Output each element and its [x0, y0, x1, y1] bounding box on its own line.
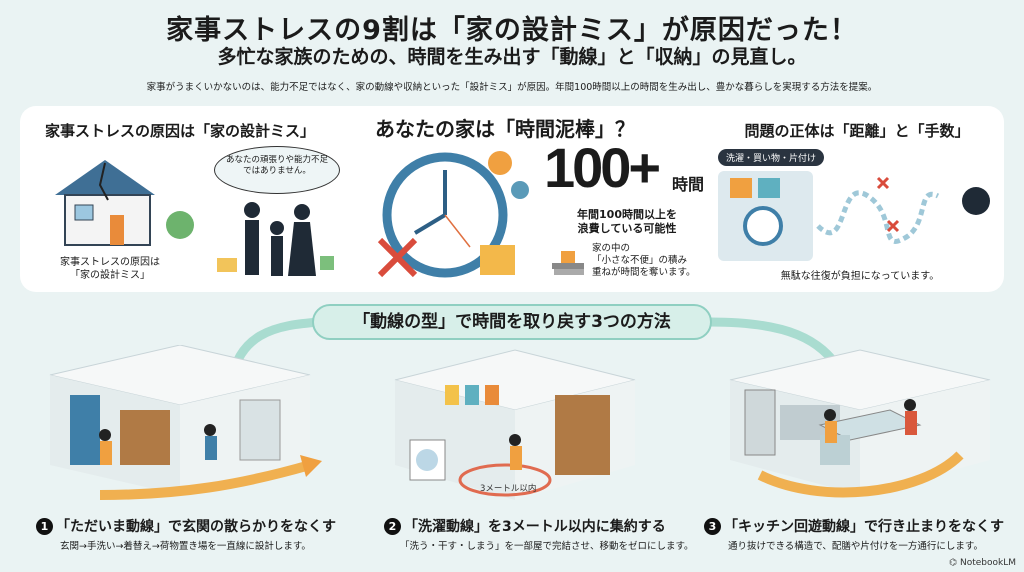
hours-stat: 年間100時間以上を浪費している可能性	[552, 208, 702, 237]
methods-banner: 「動線の型」で時間を取り戻す3つの方法	[312, 304, 712, 340]
page-title: 家事ストレスの9割は「家の設計ミス」が原因だった！	[166, 15, 858, 46]
cause-caption-line1: 家事ストレスの原因は	[60, 257, 160, 268]
note-line1: 家の中の	[592, 243, 631, 254]
method-2-number: 2	[384, 518, 401, 535]
speech-bubble: あなたの頑張りや能力不足ではありません。	[214, 146, 340, 194]
method-1-title: 1「ただいま動線」で玄関の散らかりをなくす	[36, 518, 336, 536]
method-3-title-text: 「キッチン回遊動線」で行き止まりをなくす	[724, 519, 1004, 535]
hours-number: 100+	[544, 136, 661, 199]
distance-label: 3メートル以内	[480, 484, 537, 494]
section-heading-time-thief: あなたの家は「時間泥棒」？	[375, 117, 635, 141]
page-subtitle: 多忙な家族のための、時間を生み出す「動線」と「収納」の見直し。	[217, 46, 807, 68]
page-description: 家事がうまくいかないのは、能力不足ではなく、家の動線や収納といった「設計ミス」が…	[146, 82, 878, 93]
house-illustration	[55, 160, 194, 246]
method-1-desc: 玄関→手洗い→着替え→荷物置き場を一直線に設計します。	[60, 541, 311, 552]
notebooklm-brand: ⌬ NotebookLM	[949, 558, 1016, 569]
laundry-room-illustration	[394, 349, 636, 500]
method-2-desc: 「洗う・干す・しまう」を一部屋で完結させ、移動をゼロにします。	[400, 541, 694, 552]
cause-caption: 家事ストレスの原因は「家の設計ミス」	[40, 256, 180, 282]
method-1-number: 1	[36, 518, 53, 535]
distance-caption: 無駄な往復が負担になっています。	[780, 271, 940, 282]
method-2-title: 2「洗濯動線」を3メートル以内に集約する	[384, 518, 666, 536]
method-1-title-text: 「ただいま動線」で玄関の散らかりをなくす	[56, 519, 336, 535]
hours-stat-line2: 浪費している可能性	[577, 222, 677, 236]
chores-tag: 洗濯・買い物・片付け	[718, 149, 825, 166]
method-2-title-text: 「洗濯動線」を3メートル以内に集約する	[404, 519, 666, 535]
method-3-title: 3「キッチン回遊動線」で行き止まりをなくす	[704, 518, 1004, 536]
hours-stat-line1: 年間100時間以上を	[577, 208, 677, 221]
method-3-number: 3	[704, 518, 721, 535]
hours-unit: 時間	[672, 175, 705, 194]
section-heading-distance: 問題の正体は「距離」と「手数」	[744, 122, 970, 140]
notebooklm-logo-icon: ⌬	[949, 558, 960, 568]
entrance-room-illustration	[49, 345, 322, 500]
note-line2: 「小さな不便」の積み	[592, 254, 688, 266]
brand-text: NotebookLM	[959, 558, 1016, 568]
method-3-desc: 通り抜けできる構造で、配膳や片付けを一方通行にします。	[728, 541, 983, 552]
stressed-family-icon	[217, 202, 334, 276]
stacked-items-icon	[552, 251, 584, 275]
note-line3: 重ねが時間を奪います。	[592, 266, 696, 278]
small-inconvenience-note: 家の中の「小さな不便」の積み重ねが時間を奪います。	[592, 243, 696, 279]
clock-illustration	[377, 151, 529, 278]
path-illustration	[718, 171, 990, 261]
kitchen-illustration	[729, 349, 991, 498]
cause-caption-line2: 「家の設計ミス」	[70, 270, 150, 281]
section-heading-cause: 家事ストレスの原因は「家の設計ミス」	[44, 122, 315, 140]
